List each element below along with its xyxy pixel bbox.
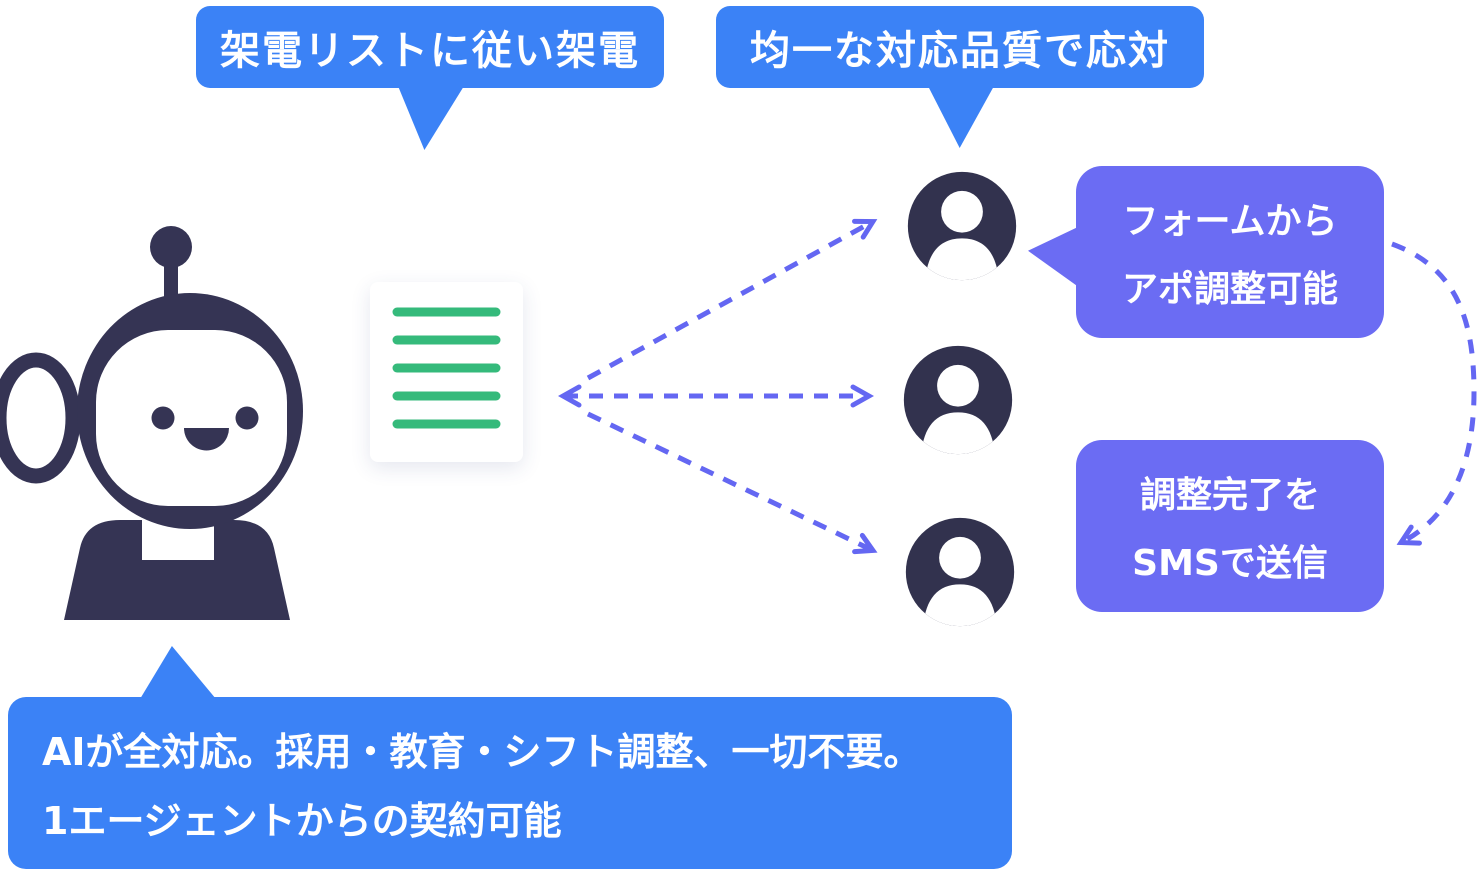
bubble-call-list-tail (398, 86, 464, 150)
person-icon-1 (907, 171, 1017, 281)
bubble-ai-full-support: AIが全対応。採用・教育・シフト調整、一切不要。 1エージェントからの契約可能 (8, 697, 1012, 869)
person-icon-3 (905, 517, 1015, 627)
robot-icon (0, 226, 303, 620)
bubble-form-appointment-line1: フォームから (1122, 201, 1338, 242)
bubble-uniform-quality: 均一な対応品質で応対 (716, 6, 1204, 88)
call-list-lines (392, 307, 501, 429)
bubble-form-appointment-tail (1028, 226, 1080, 288)
bubble-uniform-quality-text: 均一な対応品質で応対 (750, 28, 1170, 74)
person-icon-2 (903, 345, 1013, 455)
bubble-sms-complete: 調整完了を SMSで送信 (1076, 440, 1384, 612)
bubble-ai-full-support-line2: 1エージェントからの契約可能 (42, 799, 562, 843)
bubble-ai-full-support-line1: AIが全対応。採用・教育・シフト調整、一切不要。 (42, 730, 922, 774)
dashed-arrow-to-person-3 (586, 411, 872, 550)
bubble-sms-complete-line2: SMSで送信 (1132, 543, 1328, 584)
call-list-icon (370, 282, 523, 462)
bubble-form-appointment-line2: アポ調整可能 (1121, 269, 1338, 310)
bubble-uniform-quality-tail (928, 86, 994, 148)
bubble-call-list-text: 架電リストに従い架電 (220, 28, 640, 74)
bubble-form-appointment: フォームから アポ調整可能 (1076, 166, 1384, 338)
bubble-call-list: 架電リストに従い架電 (196, 6, 664, 88)
bubble-ai-full-support-tail (140, 646, 216, 699)
dashed-arrow-to-person-1 (586, 222, 872, 381)
curved-arrow-form-to-sms (1391, 241, 1477, 542)
bubble-sms-complete-line1: 調整完了を (1139, 475, 1320, 516)
